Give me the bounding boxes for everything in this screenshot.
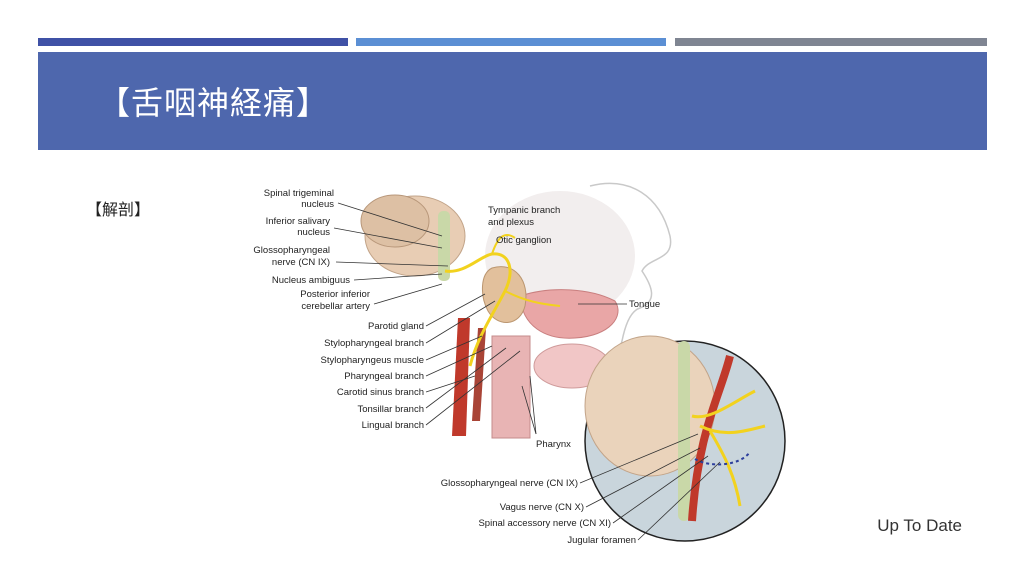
tongue	[519, 289, 619, 339]
label-vagus-nerve: Vagus nerve (CN X)	[500, 502, 584, 513]
inset-brainstem	[584, 335, 716, 477]
title-band: 【舌咽神経痛】	[38, 52, 987, 150]
section-label: 【解剖】	[86, 200, 151, 219]
label-pharynx: Pharynx	[536, 439, 571, 450]
anatomy-illustration: Spinal trigeminal nucleus Inferior saliv…	[253, 182, 786, 546]
label-tympanic-branch: Tympanic branch	[488, 205, 560, 216]
label-spinal-trigeminal: Spinal trigeminal	[264, 188, 334, 199]
accent-bar-dark-blue	[38, 38, 348, 46]
label-nucleus-ambiguus: Nucleus ambiguus	[272, 275, 350, 286]
lingual-branch	[504, 290, 561, 307]
green-nucleus-column	[438, 211, 450, 281]
label-posterior-inferior: Posterior inferior	[300, 289, 370, 300]
label-and-plexus: and plexus	[488, 217, 534, 228]
label-pharyngeal-branch: Pharyngeal branch	[344, 371, 424, 382]
pharynx	[491, 335, 531, 439]
source-credit: Up To Date	[877, 516, 962, 535]
label-tongue: Tongue	[629, 299, 660, 310]
inset-green-column	[678, 341, 690, 521]
label-tonsillar-branch: Tonsillar branch	[357, 404, 424, 415]
accent-bar-gray	[675, 38, 987, 46]
label-otic-ganglion: Otic ganglion	[496, 235, 551, 246]
label-glossopharyngeal-nerve-cn9: Glossopharyngeal nerve (CN IX)	[441, 478, 578, 489]
jugular-foramen-dotted	[694, 451, 751, 466]
label-spinal-accessory-nerve: Spinal accessory nerve (CN XI)	[478, 518, 611, 529]
tympanic-branch	[491, 234, 516, 255]
label-cerebellar-artery: cerebellar artery	[301, 301, 370, 312]
slide-title: 【舌咽神経痛】	[98, 84, 330, 122]
label-lingual-branch: Lingual branch	[362, 420, 424, 431]
inset-nerves	[691, 389, 766, 507]
label-carotid-sinus-branch: Carotid sinus branch	[337, 387, 424, 398]
label-inferior-salivary: Inferior salivary	[266, 216, 331, 227]
label-glossopharyngeal: Glossopharyngeal	[253, 245, 330, 256]
internal-artery	[472, 328, 486, 421]
label-parotid-gland: Parotid gland	[368, 321, 424, 332]
carotid-artery	[452, 318, 470, 436]
accent-bar-light-blue	[356, 38, 666, 46]
label-spinal-trigeminal-nucleus: nucleus	[301, 199, 334, 210]
glossopharyngeal-nerve	[444, 252, 512, 367]
label-stylopharyngeal-branch: Stylopharyngeal branch	[324, 338, 424, 349]
inset-artery	[688, 355, 734, 522]
label-inferior-salivary-nucleus: nucleus	[297, 227, 330, 238]
label-stylopharyngeus-muscle: Stylopharyngeus muscle	[321, 355, 425, 366]
label-jugular-foramen: Jugular foramen	[567, 535, 636, 546]
label-glossopharyngeal-cn9: nerve (CN IX)	[272, 257, 330, 268]
